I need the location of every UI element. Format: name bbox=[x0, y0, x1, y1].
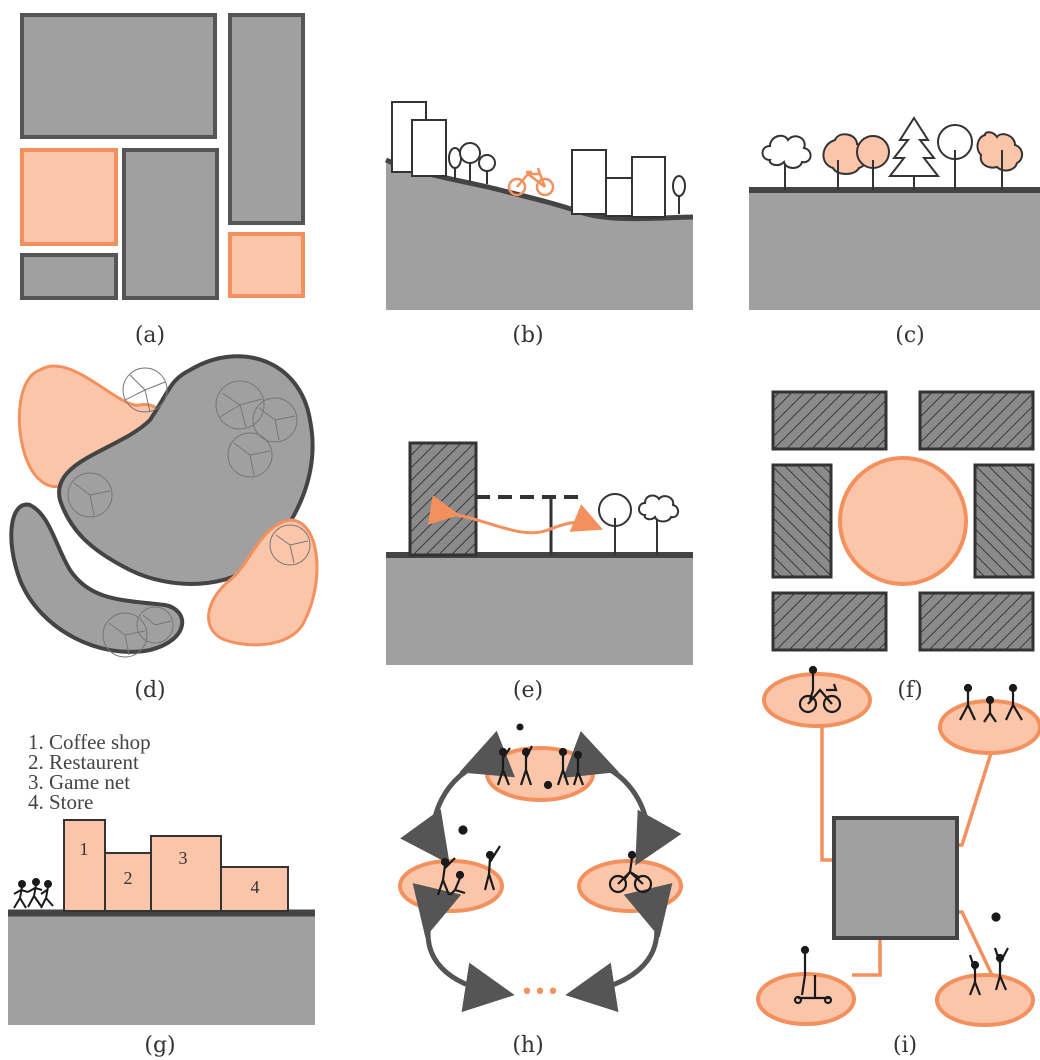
building-label-4: 4 bbox=[251, 877, 260, 897]
panel-e bbox=[386, 443, 693, 665]
building-1 bbox=[64, 820, 105, 911]
activity-node-cycling bbox=[764, 674, 870, 726]
tree-icon bbox=[763, 118, 1023, 190]
caption-f: (f) bbox=[897, 678, 922, 703]
hatched-block bbox=[920, 392, 1033, 449]
block-gray-bottom bbox=[22, 255, 116, 298]
tree-icon bbox=[673, 176, 685, 214]
block-gray-tall bbox=[230, 15, 303, 223]
caption-g: (g) bbox=[144, 1033, 175, 1058]
block-peach-left bbox=[22, 150, 116, 244]
panel-g: 1 2 3 4 1. Coffee shop 2. Restaurent 3. … bbox=[8, 730, 315, 1025]
tree-icon bbox=[599, 494, 678, 555]
central-block bbox=[834, 818, 957, 938]
building-label-3: 3 bbox=[179, 848, 188, 868]
panel-a bbox=[22, 15, 303, 298]
building-label-1: 1 bbox=[80, 839, 89, 859]
panel-c bbox=[749, 118, 1040, 310]
ground bbox=[386, 555, 693, 665]
building-label-2: 2 bbox=[124, 868, 133, 888]
panel-h: ••• bbox=[400, 724, 681, 1006]
hatched-block bbox=[975, 465, 1033, 577]
building-icon bbox=[412, 120, 446, 176]
block-peach-right bbox=[230, 234, 303, 296]
building-icon bbox=[572, 150, 606, 214]
building-icon bbox=[632, 157, 665, 217]
caption-i: (i) bbox=[893, 1033, 917, 1058]
hatched-block bbox=[773, 465, 831, 577]
caption-b: (b) bbox=[512, 323, 543, 348]
ground bbox=[8, 913, 315, 1025]
panel-b bbox=[386, 102, 693, 310]
ball-icon bbox=[517, 724, 524, 731]
hatched-block bbox=[773, 593, 886, 650]
block-gray-top bbox=[22, 15, 215, 137]
panel-d bbox=[11, 356, 317, 657]
caption-e: (e) bbox=[513, 678, 543, 703]
caption-h: (h) bbox=[512, 1033, 543, 1058]
tree-icon bbox=[449, 143, 495, 184]
panel-i bbox=[758, 667, 1040, 1025]
runners-icon bbox=[14, 879, 53, 908]
ground bbox=[749, 190, 1040, 310]
central-plaza bbox=[840, 458, 966, 584]
hatched-building bbox=[410, 443, 476, 555]
caption-d: (d) bbox=[134, 678, 165, 703]
hatched-block bbox=[773, 392, 886, 449]
caption-a: (a) bbox=[135, 323, 165, 348]
block-gray-center bbox=[124, 150, 217, 298]
legend-item: 4. Store bbox=[28, 790, 93, 814]
activity-node-ball bbox=[937, 975, 1033, 1025]
hatched-block bbox=[920, 593, 1033, 650]
caption-c: (c) bbox=[895, 323, 925, 348]
ellipsis-dots: ••• bbox=[521, 980, 560, 1005]
bicycle-icon bbox=[509, 168, 553, 195]
panel-f bbox=[773, 392, 1033, 650]
